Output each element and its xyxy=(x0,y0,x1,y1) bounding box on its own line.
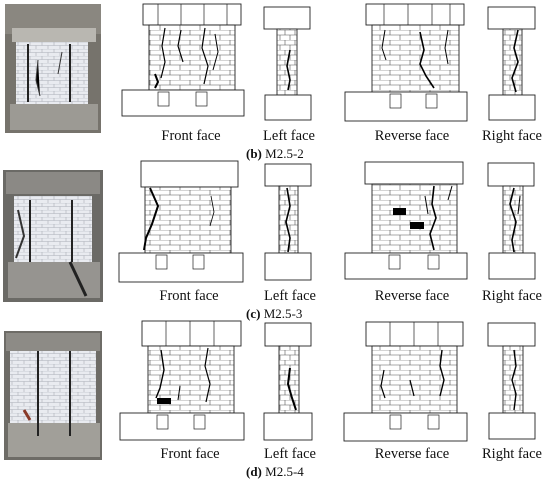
face-label-reverse: Reverse face xyxy=(375,288,449,304)
right-face-b xyxy=(487,6,536,121)
face-label-front: Front face xyxy=(159,288,218,304)
face-label-left: Left face xyxy=(263,128,315,144)
photo-b xyxy=(5,4,101,133)
face-label-left: Left face xyxy=(264,446,316,462)
face-label-right: Right face xyxy=(482,128,542,144)
panel-d: Front face Left face Reverse face Right … xyxy=(4,320,542,479)
front-face-b xyxy=(121,3,245,117)
face-label-left: Left face xyxy=(264,288,316,304)
panel-b: Front face Left face Reverse face Right … xyxy=(5,3,542,161)
caption-name: M2.5-2 xyxy=(265,146,304,161)
left-face-c xyxy=(264,163,312,281)
right-face-c xyxy=(487,162,536,280)
right-face-d xyxy=(487,322,536,440)
left-face-d xyxy=(263,322,313,441)
face-label-reverse: Reverse face xyxy=(375,446,449,462)
caption-name: M2.5-4 xyxy=(265,464,304,479)
caption-c: (c) M2.5-3 xyxy=(246,306,302,321)
photo-d xyxy=(4,331,102,460)
face-label-reverse: Reverse face xyxy=(375,128,449,144)
caption-b: (b) M2.5-2 xyxy=(246,146,304,161)
front-face-d xyxy=(119,320,245,441)
reverse-face-c xyxy=(344,161,468,280)
face-label-right: Right face xyxy=(482,446,542,462)
face-label-front: Front face xyxy=(160,446,219,462)
caption-letter: (c) xyxy=(246,306,260,321)
front-face-c xyxy=(118,160,244,283)
face-label-front: Front face xyxy=(161,128,220,144)
caption-letter: (d) xyxy=(246,464,262,479)
reverse-face-b xyxy=(344,3,468,122)
photo-c xyxy=(3,170,103,302)
left-face-b xyxy=(263,6,312,121)
face-label-right: Right face xyxy=(482,288,542,304)
reverse-face-d xyxy=(343,321,468,442)
panel-c: Front face Left face Reverse face Right … xyxy=(3,160,542,321)
caption-d: (d) M2.5-4 xyxy=(246,464,304,479)
caption-letter: (b) xyxy=(246,146,262,161)
caption-name: M2.5-3 xyxy=(264,306,303,321)
